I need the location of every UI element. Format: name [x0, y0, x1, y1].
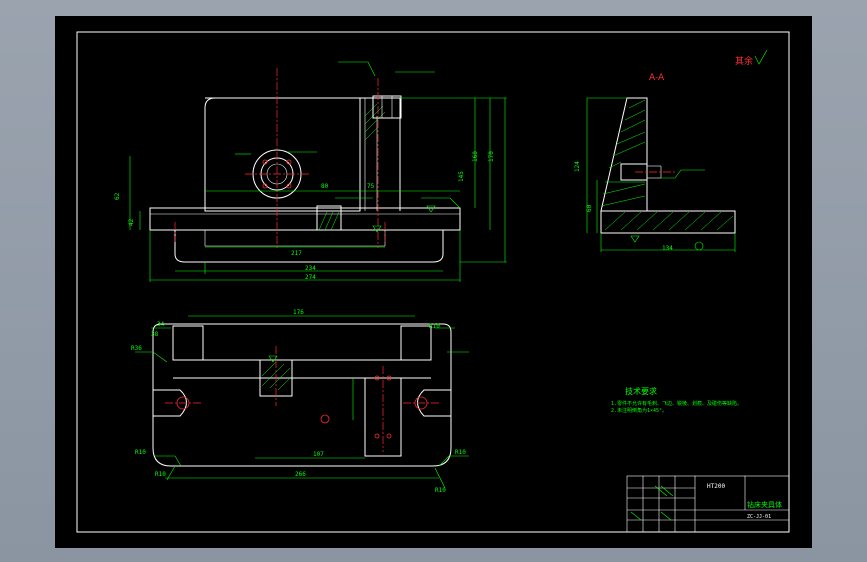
dim-front-234: 234 — [305, 265, 316, 272]
drawing-border — [76, 31, 790, 533]
tech-req-line2: 2.未注明倒角为1×45°。 — [611, 407, 667, 414]
dim-top-r10a: R10 — [135, 449, 146, 456]
drawing-canvas[interactable]: 80 75 217 234 274 145 160 170 42 62 A-A — [55, 16, 812, 548]
dim-front-62: 62 — [114, 192, 121, 200]
front-hatch — [364, 103, 386, 141]
dim-top-r10e: R10 — [435, 487, 446, 494]
base-hatch — [318, 211, 340, 231]
side-view: A-A — [574, 49, 768, 252]
dim-top-r36: R36 — [131, 345, 142, 352]
dim-front-170: 170 — [488, 151, 495, 162]
dim-front-217: 217 — [291, 250, 302, 257]
dim-top-34: 34 — [157, 321, 165, 328]
dim-front-160: 160 — [472, 151, 479, 162]
title-block-hatch — [630, 485, 674, 521]
dim-top-107: 107 — [313, 451, 324, 458]
dim-front-75: 75 — [367, 183, 375, 190]
dim-top-r10d: R10 — [429, 323, 440, 330]
title-block-name: 钻床夹具体 — [747, 500, 782, 509]
title-block-drawing-no: ZC-JJ-01 — [747, 514, 771, 520]
dim-front-42: 42 — [128, 218, 135, 226]
drawing-svg: 80 75 217 234 274 145 160 170 42 62 A-A — [76, 31, 790, 533]
dim-top-38: 38 — [151, 331, 159, 338]
top-hatch — [261, 361, 291, 391]
dim-top-266: 266 — [295, 471, 306, 478]
dim-front-145: 145 — [458, 171, 465, 182]
section-label: A-A — [649, 73, 665, 83]
dim-top-176: 176 — [293, 309, 304, 316]
tech-requirements: 技术要求 1.零件不允许有毛刺、飞边、锐棱、划痕、及碰伤等缺陷。 2.未注明倒角… — [611, 386, 742, 414]
tech-req-line1: 1.零件不允许有毛刺、飞边、锐棱、划痕、及碰伤等缺陷。 — [611, 400, 742, 407]
dim-front-80: 80 — [321, 183, 329, 190]
dim-front-274: 274 — [305, 274, 316, 281]
top-view: 176 107 266 R10 R10 R10 R10 R10 34 38 R3… — [131, 309, 469, 494]
dim-side-134: 134 — [662, 245, 673, 252]
dim-top-r10b: R10 — [155, 471, 166, 478]
title-block: HT200 钻床夹具体 ZC-JJ-01 — [626, 475, 790, 533]
roughness-note: 其余 — [735, 55, 753, 67]
tech-req-title: 技术要求 — [625, 386, 657, 396]
dim-side-60: 60 — [586, 204, 593, 212]
dim-top-r10c: R10 — [455, 449, 466, 456]
dim-side-124: 124 — [574, 161, 581, 172]
front-view: 80 75 217 234 274 145 160 170 42 62 — [114, 61, 507, 282]
side-hatch — [600, 99, 734, 231]
title-block-material: HT200 — [707, 483, 725, 490]
